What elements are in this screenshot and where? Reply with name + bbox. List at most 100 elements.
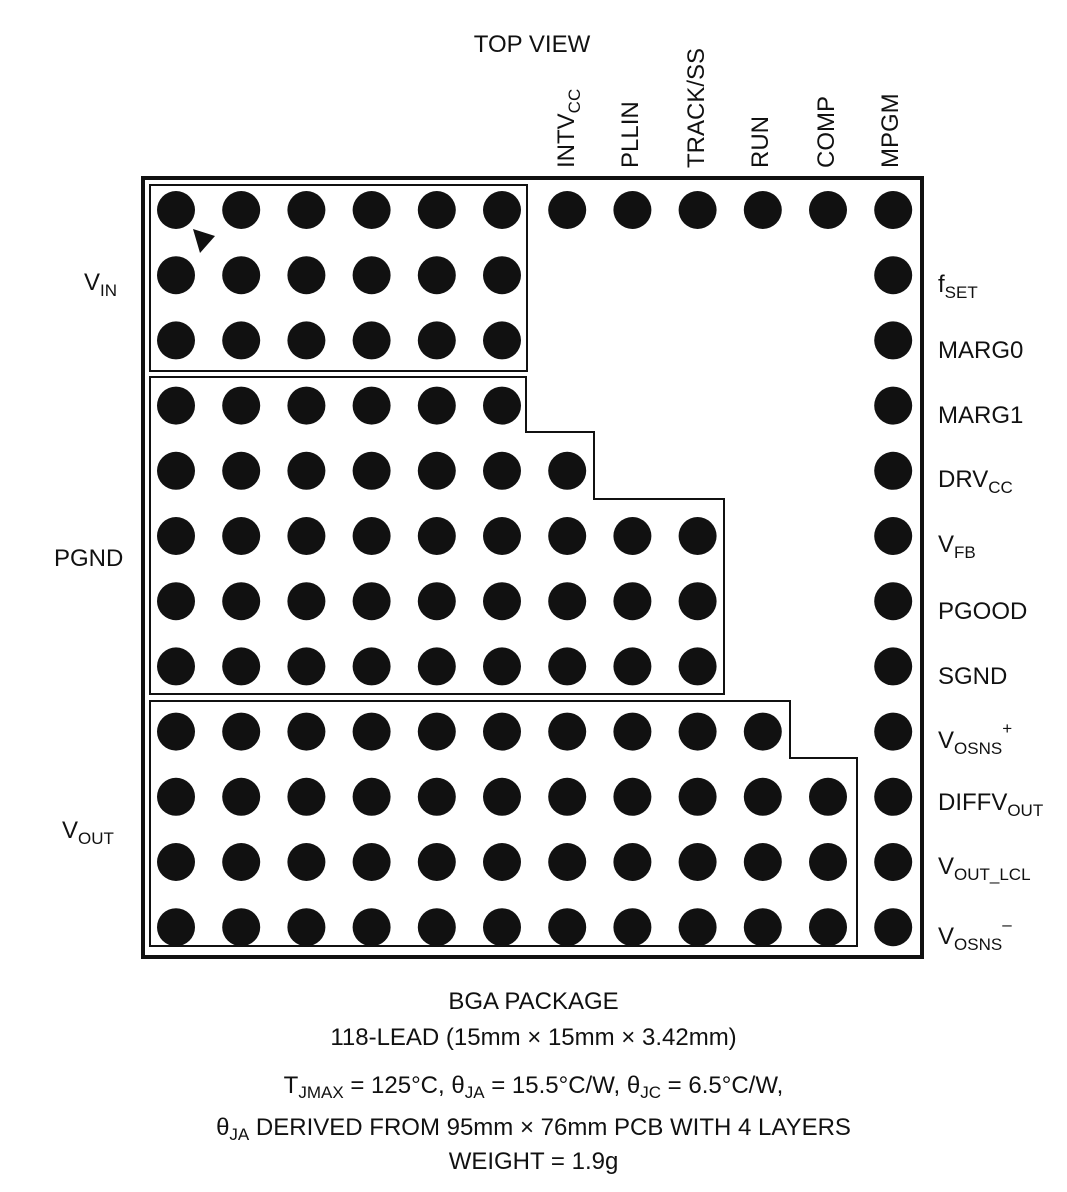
ball-r9-c1 [157, 712, 195, 751]
ball-r8-c5 [417, 647, 456, 686]
ball-r8-c12 [874, 647, 913, 686]
pin-label-vout-lcl: VOUT_LCL [938, 853, 1031, 884]
ball-r5-c3 [287, 451, 326, 490]
ball-r12-c11 [809, 908, 847, 947]
pgnd-label: PGND [54, 545, 123, 572]
top-view-title: TOP VIEW [474, 31, 591, 58]
ball-r9-c5 [417, 712, 456, 751]
ball-r10-c5 [417, 777, 456, 816]
ball-r10-c1 [157, 777, 195, 816]
ball-r2-c3 [287, 256, 326, 295]
ball-r7-c5 [417, 582, 456, 621]
ball-r4-c12 [874, 386, 913, 425]
ball-r8-c6 [483, 647, 521, 686]
pin-label-drvcc: DRVCC [938, 466, 1013, 497]
pin-label-vosns-plus: VOSNS+ [938, 719, 1012, 758]
pin-label-sgnd: SGND [938, 663, 1007, 690]
ball-r2-c6 [483, 256, 521, 295]
ball-r8-c7 [548, 647, 587, 686]
package-dimensions: 118-LEAD (15mm × 15mm × 3.42mm) [330, 1024, 737, 1051]
package-outline [141, 176, 924, 959]
ball-r10-c10 [743, 777, 782, 816]
ball-r11-c7 [548, 843, 587, 881]
pin-label-intvcc: INTVCC [553, 89, 584, 168]
ball-r5-c1 [157, 451, 195, 490]
ball-r12-c4 [352, 908, 391, 947]
ball-r2-c5 [417, 256, 456, 295]
ball-r11-c6 [483, 843, 521, 881]
ball-r1-c10 [743, 191, 782, 229]
ball-r12-c12 [874, 908, 913, 947]
pin-label-comp: COMP [813, 96, 840, 168]
ball-r6-c4 [352, 517, 391, 555]
ball-r3-c6 [483, 321, 521, 360]
ball-r9-c2 [222, 712, 261, 751]
ball-r6-c6 [483, 517, 521, 555]
ball-r6-c8 [613, 517, 652, 555]
ball-r3-c5 [417, 321, 456, 360]
ball-r11-c8 [613, 843, 652, 881]
ball-r12-c9 [678, 908, 717, 947]
ball-r10-c8 [613, 777, 652, 816]
ball-r1-c2 [222, 191, 261, 229]
thermal-derivation: θJA DERIVED FROM 95mm × 76mm PCB WITH 4 … [216, 1114, 851, 1144]
ball-r11-c11 [809, 843, 847, 881]
ball-r12-c6 [483, 908, 521, 947]
ball-r11-c1 [157, 843, 195, 881]
ball-r11-c3 [287, 843, 326, 881]
ball-r10-c7 [548, 777, 587, 816]
pin1-marker [193, 229, 215, 253]
ball-r9-c8 [613, 712, 652, 751]
ball-r9-c6 [483, 712, 521, 751]
ball-r4-c3 [287, 386, 326, 425]
ball-r10-c2 [222, 777, 261, 816]
ball-r1-c4 [352, 191, 391, 229]
ball-r10-c11 [809, 777, 847, 816]
ball-r10-c12 [874, 777, 913, 816]
ball-grid [157, 191, 913, 947]
ball-r1-c12 [874, 191, 913, 229]
pgnd-group-outline [149, 376, 725, 695]
ball-r4-c6 [483, 386, 521, 425]
ball-r7-c8 [613, 582, 652, 621]
ball-r10-c3 [287, 777, 326, 816]
vout-group-outline [149, 700, 858, 947]
ball-r4-c2 [222, 386, 261, 425]
pin-label-fset: fSET [938, 271, 978, 302]
package-type: BGA PACKAGE [448, 988, 619, 1015]
pin-label-vfb: VFB [938, 531, 976, 562]
ball-r12-c10 [743, 908, 782, 947]
ball-r6-c1 [157, 517, 195, 555]
ball-r1-c7 [548, 191, 587, 229]
ball-r9-c7 [548, 712, 587, 751]
ball-r10-c4 [352, 777, 391, 816]
ball-r11-c9 [678, 843, 717, 881]
ball-r11-c2 [222, 843, 261, 881]
ball-r6-c5 [417, 517, 456, 555]
ball-r1-c11 [809, 191, 847, 229]
ball-r2-c1 [157, 256, 195, 295]
ball-r8-c2 [222, 647, 261, 686]
ball-r2-c12 [874, 256, 913, 295]
ball-r8-c9 [678, 647, 717, 686]
ball-r7-c2 [222, 582, 261, 621]
ball-r5-c12 [874, 451, 913, 490]
pin-label-diffvout: DIFFVOUT [938, 789, 1043, 820]
package-weight: WEIGHT = 1.9g [448, 1148, 619, 1175]
ball-r12-c3 [287, 908, 326, 947]
ball-r11-c5 [417, 843, 456, 881]
ball-r3-c2 [222, 321, 261, 360]
pin-label-pllin: PLLIN [617, 101, 644, 168]
ball-r6-c12 [874, 517, 913, 555]
ball-r12-c2 [222, 908, 261, 947]
ball-r9-c3 [287, 712, 326, 751]
ball-r5-c2 [222, 451, 261, 490]
vin-label: VIN [84, 269, 117, 300]
ball-r8-c4 [352, 647, 391, 686]
vout-label: VOUT [62, 817, 114, 848]
ball-r1-c8 [613, 191, 652, 229]
ball-r10-c9 [678, 777, 717, 816]
ball-r11-c10 [743, 843, 782, 881]
ball-r5-c4 [352, 451, 391, 490]
